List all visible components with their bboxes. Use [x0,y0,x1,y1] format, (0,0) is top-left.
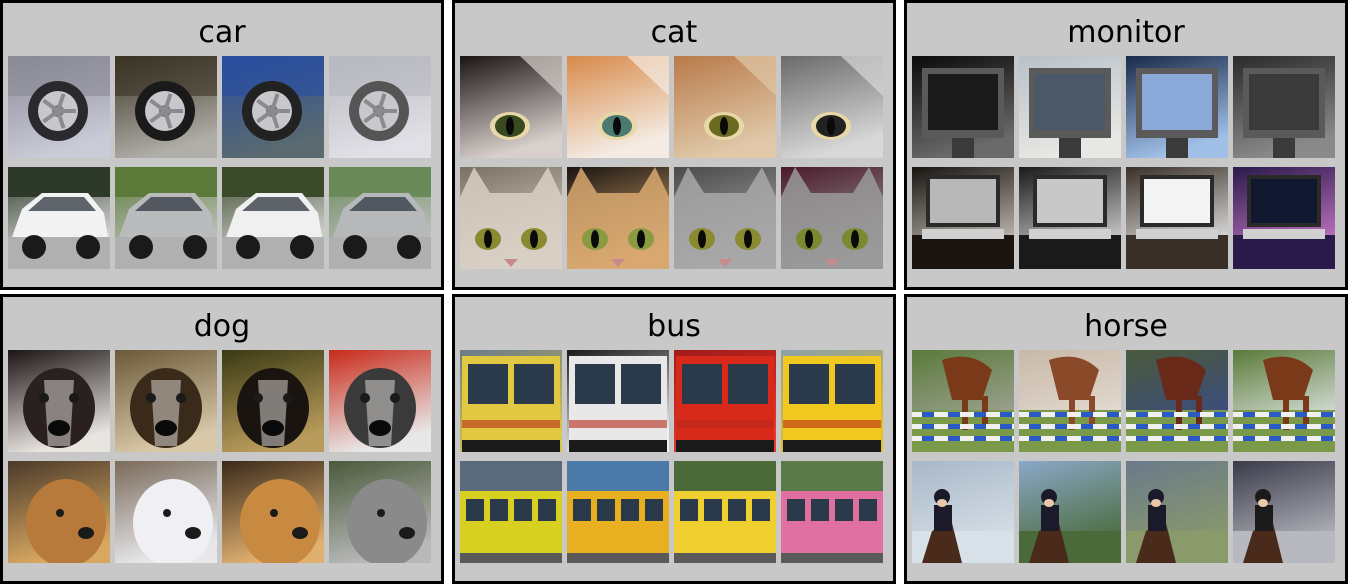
thumbnail-grid [460,56,883,269]
bus-yellow-front-image [460,350,562,452]
car-wheel-blue-image [222,56,324,158]
horse-rider-town-image [1126,461,1228,563]
car-white-sedan-image [8,167,110,269]
dog-grey-collie-image [329,461,431,563]
car-wheel-suv-image [8,56,110,158]
dog-mixed-face-image [115,350,217,452]
bus-yellow-postbus-image [781,350,883,452]
panel-horse: horse [904,294,1348,584]
horse-rider-trees-image [1019,461,1121,563]
bus-white-red-image [567,350,669,452]
panel-title: monitor [1067,15,1185,50]
cat-eye-tabby-image [674,56,776,158]
cat-eye-black-white-image [460,56,562,158]
monitor-screen-blue-image [1126,56,1228,158]
cat-face-orange-dark-image [567,167,669,269]
thumbnail-grid [912,56,1335,269]
horse-rider-sky-image [912,461,1014,563]
horse-jump-blue-rails-image [912,350,1014,452]
horse-jump-purple-rails-image [1019,350,1121,452]
cat-face-tabby-white-image [460,167,562,269]
horse-jump-white-rails-image [1233,350,1335,452]
panel-title: dog [193,309,251,344]
bus-school-yellow-image [567,461,669,563]
bus-red-doors-image [674,350,776,452]
monitor-crt-beige-image [1019,56,1121,158]
panel-title: car [198,15,246,50]
cat-face-grey-maroon-image [781,167,883,269]
monitor-laptop-desk-image [912,167,1014,269]
cat-eye-grey-image [781,56,883,158]
car-silver-hatch-image [329,167,431,269]
dog-shepherd-face-image [222,350,324,452]
panel-dog: dog [0,294,444,584]
thumbnail-grid [912,350,1335,563]
panel-bus: bus [452,294,896,584]
dog-grey-face-image [329,350,431,452]
thumbnail-grid [8,350,431,563]
dog-golden-side-image [8,461,110,563]
thumbnail-grid [8,56,431,269]
panel-car: car [0,0,444,290]
car-wheel-porsche-image [329,56,431,158]
monitor-crt-dark-image [1233,56,1335,158]
dog-pitbull-face-image [8,350,110,452]
bus-yellow-side-image [460,461,562,563]
horse-jump-striped-rails-image [1126,350,1228,452]
car-silver-suv-image [115,167,217,269]
dog-white-fluffy-image [115,461,217,563]
monitor-flat-pink-image [1233,167,1335,269]
monitor-crt-webpage-image [1126,167,1228,269]
monitor-screen-software-image [912,56,1014,158]
panel-title: bus [647,309,701,344]
panel-monitor: monitor [904,0,1348,290]
cat-face-grey-tabby-image [674,167,776,269]
thumbnail-grid [460,350,883,563]
panel-cat: cat [452,0,896,290]
horse-rider-white-horse-image [1233,461,1335,563]
dog-golden-puppy-image [222,461,324,563]
car-wheel-silver-image [115,56,217,158]
panel-title: cat [650,15,698,50]
bus-pink-side-image [781,461,883,563]
car-white-wagon-image [222,167,324,269]
monitor-desktop-pc-image [1019,167,1121,269]
panel-title: horse [1084,309,1168,344]
cat-eye-orange-image [567,56,669,158]
bus-postbus-yellow-image [674,461,776,563]
